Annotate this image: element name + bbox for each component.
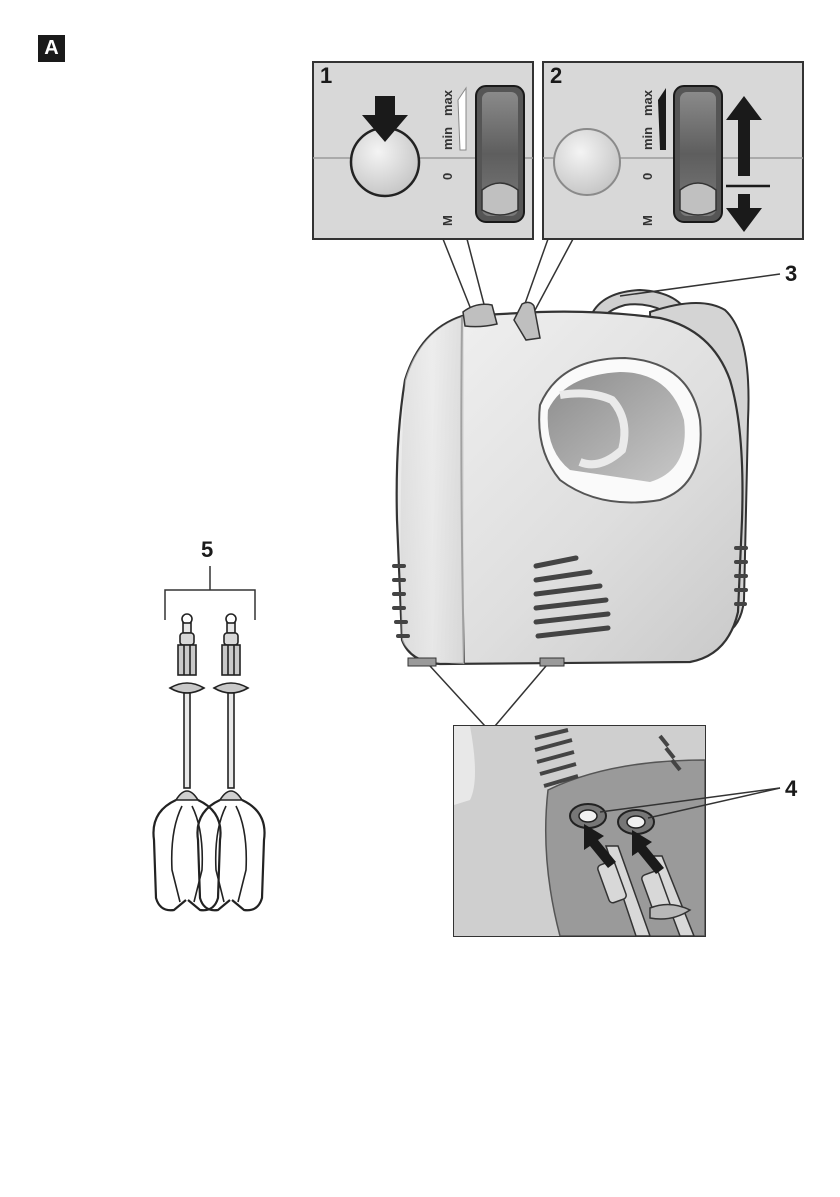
- callout-1: 1: [320, 63, 332, 88]
- turbo-button-2: [554, 129, 620, 195]
- beater-right: [197, 614, 264, 910]
- callout-5-bracket: [165, 590, 255, 620]
- detail-panel-4: [454, 726, 705, 936]
- callout-3-leader: [620, 274, 780, 296]
- callout-2: 2: [550, 63, 562, 88]
- mixer-body: [394, 290, 749, 666]
- scale-zero-2: 0: [640, 173, 655, 180]
- beaters: 5: [153, 537, 264, 910]
- scale-min-2: min: [640, 127, 655, 150]
- scale-zero-1: 0: [440, 173, 455, 180]
- zoom-leaders: [430, 666, 546, 726]
- beater-left: [153, 614, 220, 910]
- scale-max-2: max: [640, 89, 655, 116]
- top-turbo-button: [463, 304, 497, 326]
- callout-4: 4: [785, 776, 798, 801]
- callout-3: 3: [785, 261, 797, 286]
- scale-m-1: M: [440, 215, 455, 226]
- detail-panel-1: 1 max min 0 M: [313, 62, 533, 239]
- scale-max-1: max: [440, 89, 455, 116]
- scale-min-1: min: [440, 127, 455, 150]
- detail-panel-2: 2 max min 0 M: [543, 62, 803, 239]
- scale-m-2: M: [640, 215, 655, 226]
- callout-5: 5: [201, 537, 213, 562]
- panel-leaders: [443, 239, 573, 312]
- figure-label: A: [38, 35, 65, 62]
